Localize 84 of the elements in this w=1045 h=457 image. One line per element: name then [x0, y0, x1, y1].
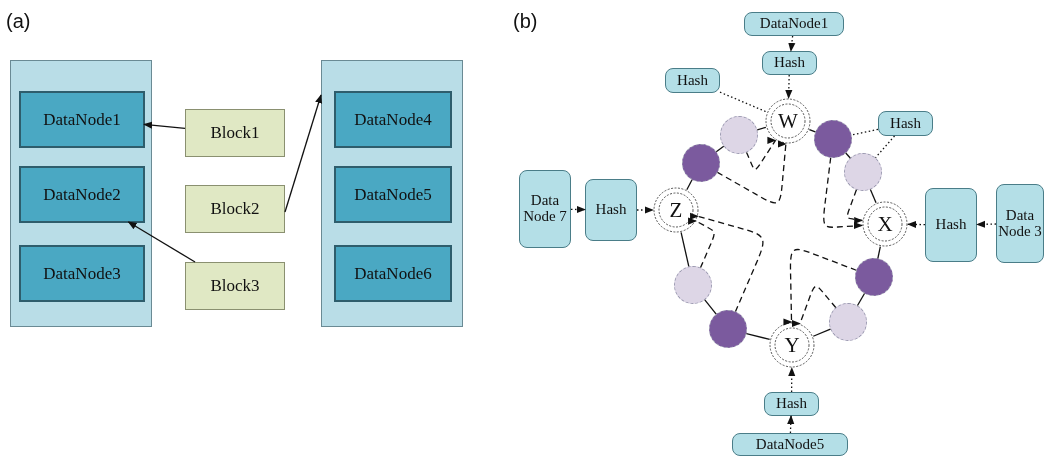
connector-line: [719, 91, 768, 113]
node-label: DataNode6: [354, 263, 432, 284]
ring-node-circle: [765, 98, 811, 144]
block-box: [185, 262, 285, 310]
connector-line: [869, 188, 877, 204]
connector-line: [812, 328, 832, 337]
hash-box: [762, 51, 817, 75]
hash-box: [744, 12, 844, 36]
arrow: [976, 220, 997, 228]
arrow: [787, 415, 795, 434]
hash-box: [665, 68, 720, 93]
data-node-box: [334, 245, 452, 302]
node-label: Block1: [210, 123, 260, 143]
ring-node-circle: [653, 187, 699, 233]
connector-line: [756, 126, 767, 131]
node-label: Block2: [210, 199, 260, 219]
block-box: [185, 109, 285, 157]
connector-line: [874, 135, 896, 159]
arrow: [636, 206, 654, 214]
arrow: [907, 220, 926, 229]
connector-line: [845, 152, 851, 159]
ring-node-circle: [769, 322, 815, 368]
panel-label: (b): [513, 10, 538, 33]
hash-box: [585, 179, 637, 241]
filled-circle: [720, 116, 758, 154]
node-label: Block3: [210, 276, 260, 296]
hash-box: [925, 188, 977, 262]
data-node-box: [19, 91, 145, 148]
node-label: Hash: [595, 202, 627, 218]
node-label: W: [778, 108, 798, 134]
data-node-box: [334, 166, 452, 223]
hash-box: [519, 170, 571, 248]
arrow: [788, 367, 796, 393]
node-label: Hash: [677, 72, 708, 89]
connector-line: [680, 231, 690, 268]
node-label: Hash: [776, 396, 807, 412]
arrow: [846, 189, 864, 223]
ring-node-circle: [862, 201, 908, 247]
connector-line: [745, 332, 771, 341]
node-label: X: [877, 211, 893, 237]
node-label: DataNode3: [43, 263, 121, 284]
filled-circle: [709, 310, 747, 348]
node-label: DataNode2: [43, 184, 121, 205]
filled-circle: [814, 120, 852, 158]
node-label: Data Node 7: [522, 193, 568, 225]
filled-circle: [682, 144, 720, 182]
server-rack-panel: [321, 60, 463, 327]
arrow: [823, 157, 863, 230]
hash-box: [996, 184, 1044, 263]
connector-line: [686, 179, 693, 191]
node-label: DataNode4: [354, 109, 432, 130]
node-label: DataNode5: [755, 436, 825, 453]
server-rack-panel: [10, 60, 152, 327]
arrow: [127, 221, 196, 263]
connector-line: [808, 128, 816, 133]
filled-circle: [844, 153, 882, 191]
node-label: DataNode5: [354, 184, 432, 205]
panel-label: (a): [6, 10, 31, 33]
hash-box: [878, 111, 933, 136]
data-node-box: [334, 91, 452, 148]
connector-line: [850, 128, 879, 136]
node-label: Hash: [935, 217, 967, 233]
connector-line: [715, 145, 725, 153]
node-label: DataNode1: [43, 109, 121, 130]
block-box: [185, 185, 285, 233]
node-label: Z: [669, 197, 683, 223]
connector-line: [856, 292, 866, 307]
arrow: [284, 94, 323, 213]
node-label: Data Node 3: [998, 207, 1042, 240]
node-label: Y: [784, 332, 800, 358]
arrow: [570, 205, 586, 214]
data-node-box: [19, 166, 145, 223]
node-label: DataNode1: [759, 16, 829, 32]
hash-box: [764, 392, 819, 416]
data-node-box: [19, 245, 145, 302]
filled-circle: [855, 258, 893, 296]
hash-box: [732, 433, 848, 456]
node-label: Hash: [774, 55, 805, 71]
node-label: Hash: [890, 115, 921, 132]
arrow: [788, 35, 796, 52]
arrow: [745, 139, 777, 170]
arrow: [716, 143, 789, 204]
connector-line: [877, 245, 881, 260]
arrow: [785, 74, 793, 99]
